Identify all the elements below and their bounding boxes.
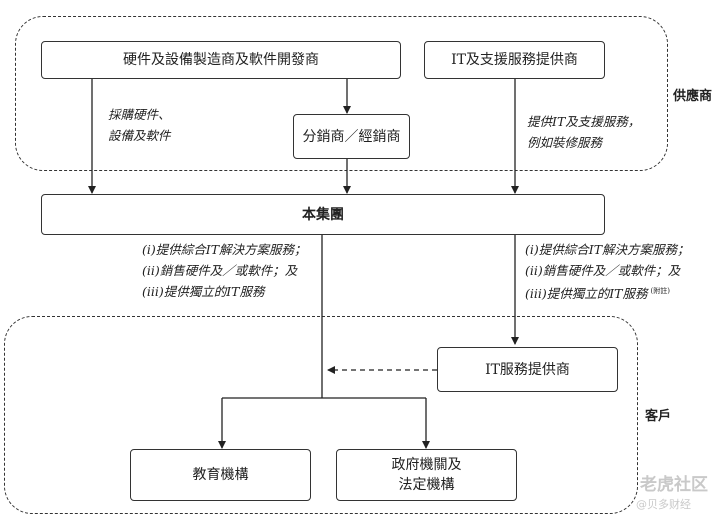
government-box: 政府機關及 法定機構 [336,449,517,501]
it-support-label: IT及支援服務提供商 [451,52,578,68]
it-support-line-2: 例如裝修服務 [527,135,603,150]
purchase-line-1: 採購硬件、 [108,107,171,122]
customers-label: 客戶 [645,409,672,424]
group-box: 本集團 [41,194,605,235]
right-services-line-1: (i)提供綜合IT解決方案服務； [525,242,690,257]
government-label-line2: 法定機構 [398,477,455,493]
right-services-line-3: (iii)提供獨立的IT服務(附註) [525,281,690,304]
left-services-line-1: (i)提供綜合IT解決方案服務； [142,242,307,257]
hardware-software-box: 硬件及設備製造商及軟件開發商 [41,41,401,79]
left-services-annotation: (i)提供綜合IT解決方案服務； (ii)銷售硬件及／或軟件；及 (iii)提供… [142,239,307,302]
right-services-annotation: (i)提供綜合IT解決方案服務； (ii)銷售硬件及／或軟件；及 (iii)提供… [525,239,690,304]
hardware-software-label: 硬件及設備製造商及軟件開發商 [123,52,319,68]
watermark-line2: @贝多财经 [636,498,691,511]
it-service-providers-box: IT服務提供商 [437,347,618,392]
right-services-line-3-text: (iii)提供獨立的IT服務 [525,286,648,302]
education-label: 教育機構 [192,467,249,483]
left-services-line-3: (iii)提供獨立的IT服務 [142,284,265,299]
education-box: 教育機構 [130,449,311,501]
left-services-line-2: (ii)銷售硬件及／或軟件；及 [142,263,298,278]
watermark-line1: 老虎社区 [640,475,708,495]
it-support-line-1: 提供IT及支援服務， [527,114,641,129]
customers-group [4,316,638,514]
distributors-label: 分銷商／經銷商 [302,128,401,145]
purchase-annotation: 採購硬件、 設備及軟件 [108,104,171,146]
note-marker: (附註) [650,287,670,295]
purchase-line-2: 設備及軟件 [108,128,171,143]
distributors-box: 分銷商／經銷商 [293,114,410,159]
it-support-box: IT及支援服務提供商 [424,41,605,79]
government-label-line1: 政府機關及 [391,457,462,473]
suppliers-group [15,16,668,171]
it-support-annotation: 提供IT及支援服務， 例如裝修服務 [527,111,640,153]
suppliers-label: 供應商 [673,89,713,104]
right-services-line-2: (ii)銷售硬件及／或軟件；及 [525,263,681,278]
it-service-providers-label: IT服務提供商 [485,361,570,378]
group-label: 本集團 [302,206,344,223]
